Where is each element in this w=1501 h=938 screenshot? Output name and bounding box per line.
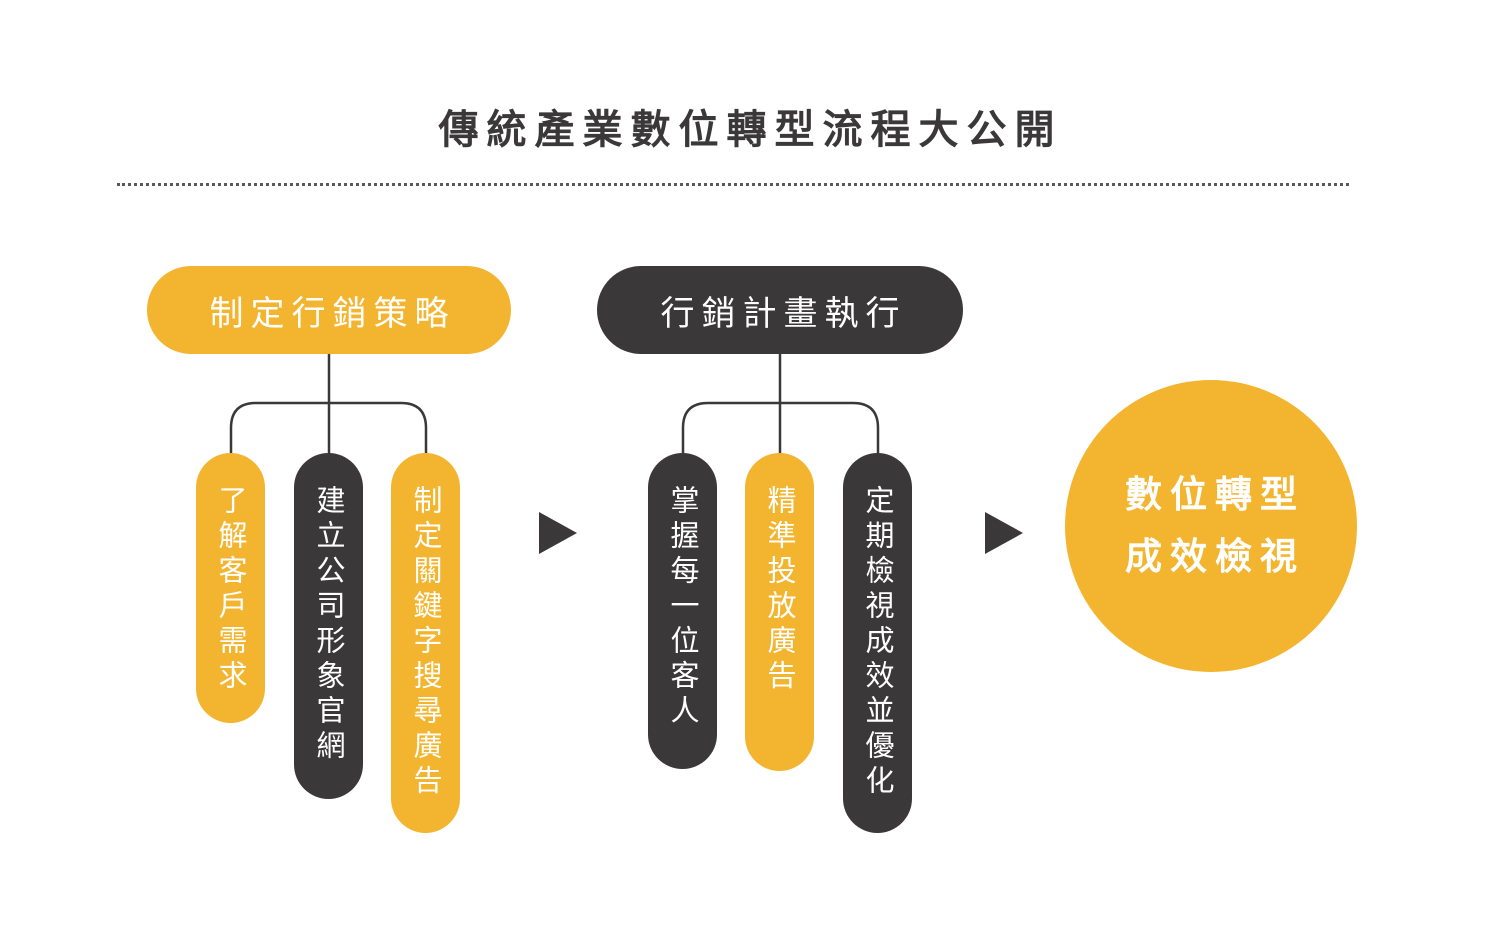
- result-circle: 數位轉型 成效檢視: [1065, 380, 1357, 672]
- stage2-item-label: 精準投放廣告: [763, 485, 797, 695]
- stage1-item-label: 了解客戶需求: [214, 485, 248, 695]
- stage1-connector: [229, 352, 428, 456]
- result-line2: 成效檢視: [1125, 535, 1305, 578]
- stage2-pill: 行銷計畫執行: [597, 266, 963, 354]
- stage1-label: 制定行銷策略: [209, 293, 456, 334]
- page-title: 傳統產業數位轉型流程大公開: [438, 107, 1063, 153]
- stage2-connector: [681, 352, 880, 456]
- stage2-item-precise-ads: 精準投放廣告: [745, 453, 814, 771]
- stage1-item-label: 制定關鍵字搜尋廣告: [409, 485, 443, 800]
- stage1-item-keyword-ads: 制定關鍵字搜尋廣告: [391, 453, 460, 833]
- arrow-right-icon: [539, 512, 577, 554]
- stage1-item-customer-needs: 了解客戶需求: [196, 453, 265, 723]
- dotted-divider: [117, 183, 1349, 186]
- stage1-item-official-website: 建立公司形象官網: [294, 453, 363, 799]
- arrow-right-icon: [985, 512, 1023, 554]
- result-line1: 數位轉型: [1125, 473, 1305, 516]
- stage2-item-review-optimize: 定期檢視成效並優化: [843, 453, 912, 833]
- stage1-pill: 制定行銷策略: [147, 266, 511, 354]
- stage2-label: 行銷計畫執行: [660, 293, 907, 334]
- stage2-item-label: 定期檢視成效並優化: [861, 485, 895, 800]
- stage1-item-label: 建立公司形象官網: [312, 485, 346, 765]
- stage2-item-label: 掌握每一位客人: [666, 485, 700, 730]
- stage2-item-every-customer: 掌握每一位客人: [648, 453, 717, 769]
